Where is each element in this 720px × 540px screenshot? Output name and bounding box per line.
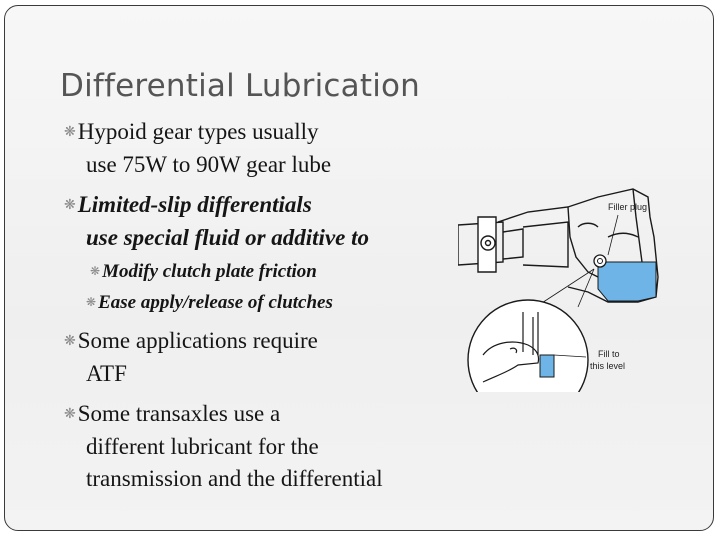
fill-level-label-line2: this level — [590, 361, 625, 371]
differential-housing — [497, 188, 659, 303]
bullet-marker-icon: ❋ — [90, 264, 101, 278]
bullet-atf: ❋Some applications require ATF — [64, 325, 318, 390]
bullet-text: Ease apply/release of clutches — [98, 292, 333, 313]
bullet-text-continuation: ATF — [86, 361, 127, 386]
bullet-marker-icon: ❋ — [64, 334, 76, 349]
fluid-level-fill — [597, 261, 657, 302]
bullet-text-continuation: use special fluid or additive to — [86, 225, 370, 250]
bullet-transaxles: ❋Some transaxles use a different lubrica… — [64, 398, 383, 495]
bullet-text: Modify clutch plate friction — [102, 261, 317, 282]
bullet-text: Some transaxles use a — [77, 401, 281, 426]
filler-plug-label: Filler plug — [608, 202, 647, 212]
bullet-text-continuation: different lubricant for the — [86, 434, 319, 459]
sub-bullet-clutches: ❋Ease apply/release of clutches — [86, 287, 333, 318]
drive-shaft — [458, 216, 569, 273]
finger-check-detail — [482, 312, 540, 383]
bullet-marker-icon: ❋ — [64, 125, 76, 140]
fill-level-label-line1: Fill to — [598, 349, 620, 359]
magnified-detail-circle — [467, 299, 589, 392]
bullet-text-continuation: use 75W to 90W gear lube — [86, 152, 332, 177]
filler-plug-icon — [593, 254, 607, 268]
bullet-text: Some applications require — [77, 328, 318, 353]
sub-bullet-friction: ❋Modify clutch plate friction — [90, 256, 317, 287]
slide-title: Differential Lubrication — [60, 68, 421, 104]
bullet-limited-slip: ❋Limited-slip differentials use special … — [64, 189, 369, 254]
bullet-text-continuation: transmission and the differential — [86, 466, 383, 491]
bullet-hypoid: ❋Hypoid gear types usually use 75W to 90… — [64, 116, 331, 181]
bullet-marker-icon: ❋ — [64, 407, 76, 422]
magnified-fluid-fill — [539, 354, 555, 378]
bullet-text: Limited-slip differentials — [77, 192, 312, 217]
slide-frame — [4, 5, 714, 531]
differential-illustration: Filler plug Fill to this level — [458, 188, 659, 392]
bullet-text: Hypoid gear types usually — [77, 119, 319, 144]
bullet-marker-icon: ❋ — [86, 295, 97, 309]
bullet-marker-icon: ❋ — [64, 198, 76, 213]
